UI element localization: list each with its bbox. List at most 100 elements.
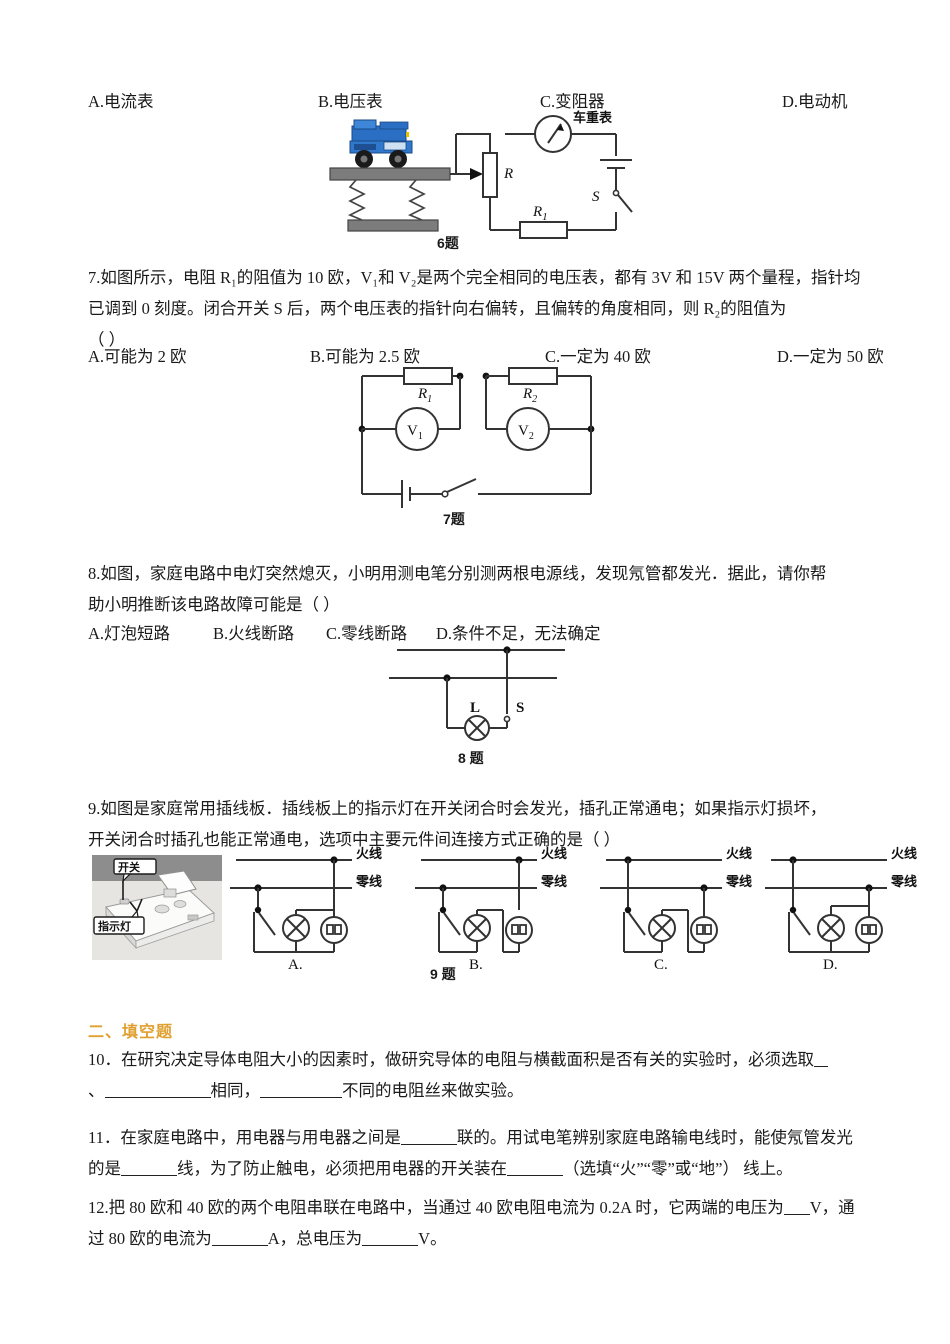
meter-needle-tip (557, 124, 564, 131)
q8-option-c: C.零线断路 (326, 624, 408, 643)
section-2-heading: 二、填空题 (88, 1024, 174, 1041)
q7-stem-line1: 7.如图所示，电阻 R₁的阻值为 10 欧，V₁和 V₂是两个完全相同的电压表，… (88, 268, 861, 287)
q11-line2-a: 的是 (88, 1159, 121, 1178)
b-key: B. (469, 957, 483, 973)
q11-line1-a: 11．在家庭电路中，用电器与用电器之间是 (88, 1128, 401, 1147)
q10-line2-b: 相同， (210, 1081, 261, 1100)
q8-option-b: B.火线断路 (213, 624, 295, 643)
q12-line1-b: V，通 (809, 1198, 855, 1217)
spring-right (407, 179, 426, 221)
b-live-label: 火线 (541, 846, 567, 861)
b-switch-blade (443, 912, 461, 936)
q6-option-c: C.变阻器 (540, 92, 605, 111)
slider-arrow (470, 168, 483, 180)
callout-indicator-text: 指示灯 (98, 919, 131, 933)
q10-blank-1[interactable] (104, 1081, 211, 1098)
q9-stem-line1: 9.如图是家庭常用插线板．插线板上的指示灯在开关闭合时会发光，插孔正常通电；如果… (88, 799, 827, 818)
rheostat-label: R (503, 166, 513, 182)
q11-line1-b: 联的。用试电笔辨别家庭电路输电线时，能使氖管发光 (456, 1128, 853, 1147)
wire-top-left (456, 133, 491, 153)
q12-text: 12.把 80 欧和 40 欧的两个电阻串联在电路中，当通过 40 欧电阻电流为… (88, 1192, 878, 1254)
q7-option-c: C.一定为 40 欧 (545, 347, 651, 366)
q7-resistor-R1 (403, 367, 453, 385)
q11-blank-1[interactable] (121, 1159, 177, 1176)
a-key: A. (288, 957, 303, 973)
q6-figure: R 车重表 S R1 (320, 108, 650, 248)
c-neutral-label: 零线 (725, 874, 752, 889)
q9-option-d-figure: 火线 零线 D. (765, 846, 950, 973)
callout-indicator: 指示灯 (93, 909, 145, 935)
q11-line2-b: 线，为了防止触电，必须把用电器的开关装在 (177, 1159, 507, 1178)
q9-stem-line2: 开关闭合时插孔也能正常通电，选项中主要元件间连接方式正确的是（ ） (88, 830, 621, 849)
d-socket (855, 916, 883, 944)
q7-stem-line2: 已调到 0 刻度。闭合开关 S 后，两个电压表的指针向右偏转，且偏转的角度相同，… (88, 299, 787, 318)
a-socket (320, 916, 348, 944)
q8-stem-line1: 8.如图，家庭电路中电灯突然熄灭，小明用测电笔分别测两根电源线，发现氖管都发光．… (88, 564, 827, 583)
q9-option-c-figure: 火线 零线 C. (600, 846, 785, 973)
d-neutral-label: 零线 (890, 874, 917, 889)
q7-r2-label: R2 (522, 386, 537, 405)
q12-blank-1[interactable] (211, 1229, 268, 1246)
a-switch-pivot (254, 906, 262, 914)
q12-blank-2[interactable] (362, 1229, 419, 1246)
q8-lamp-cross-2 (467, 718, 487, 738)
q10-line1: 10．在研究决定导体电阻大小的因素时，做研究导体的电阻与横截面积是否有关的实验时… (88, 1050, 814, 1069)
weight-meter-label: 车重表 (573, 110, 613, 125)
meter-needle (547, 123, 562, 144)
rheostat-R (482, 152, 498, 198)
q11-line2-c: （选填“火”“零”或“地”） 线上。 (563, 1159, 793, 1178)
switch-label: S (592, 189, 600, 205)
q7-figure-caption: 7题 (443, 511, 465, 527)
a-neutral-label: 零线 (355, 874, 382, 889)
b-neutral-label: 零线 (540, 874, 567, 889)
c-switch-pivot (624, 906, 632, 914)
q12-line1-a: 12.把 80 欧和 40 欧的两个电阻串联在电路中，当通过 40 欧电阻电流为… (88, 1198, 784, 1217)
q7-r1-label: R1 (417, 386, 432, 405)
q7-switch-pivot (441, 490, 449, 498)
q10-blank-2[interactable] (260, 1081, 342, 1098)
spring-left (347, 179, 366, 221)
q8-figure: S L (385, 644, 575, 749)
switch-pivot (612, 189, 620, 197)
q7-option-d: D.一定为 50 欧 (777, 347, 884, 366)
b-switch-pivot (439, 906, 447, 914)
q8-switch-label: S (516, 700, 524, 716)
b-socket (505, 916, 533, 944)
c-key: C. (654, 957, 668, 973)
q12-line2-b: A，总电压为 (267, 1229, 363, 1248)
q6-option-b: B.电压表 (318, 92, 383, 111)
a-live-label: 火线 (356, 846, 382, 861)
q8-switch-pivot (503, 715, 511, 723)
q8-figure-caption: 8 题 (458, 750, 484, 766)
q8-option-a: A.灯泡短路 (88, 624, 171, 643)
c-switch-blade (628, 912, 646, 936)
q7-resistor-R2 (508, 367, 558, 385)
d-switch-blade (793, 912, 811, 936)
q8-stem-line2: 助小明推断该电路故障可能是（ ） (88, 595, 340, 614)
resistor-r1-label: R1 (532, 204, 548, 223)
upper-platform (329, 167, 451, 181)
lower-platform (347, 219, 439, 232)
callout-switch-text: 开关 (118, 860, 140, 874)
switch-blade (617, 194, 633, 213)
q9-powerstrip-photo: 开关 指示灯 (92, 855, 222, 960)
q10-blank-0[interactable] (814, 1050, 828, 1067)
q7-switch-blade (446, 478, 477, 493)
q11-text: 11．在家庭电路中，用电器与用电器之间是 联的。用试电笔辨别家庭电路输电线时，能使… (88, 1122, 878, 1184)
q11-blank-0[interactable] (400, 1128, 457, 1145)
q7-stem: 7.如图所示，电阻 R₁的阻值为 10 欧，V₁和 V₂是两个完全相同的电压表，… (88, 262, 868, 355)
q8-lamp-label: L (470, 700, 480, 716)
callout-switch: 开关 (113, 858, 157, 883)
q6-figure-caption: 6题 (437, 235, 459, 251)
q7-option-b: B.可能为 2.5 欧 (310, 347, 421, 366)
q7-stem-line3: （ ） (88, 330, 126, 349)
a-switch-blade (258, 912, 276, 936)
d-key: D. (823, 957, 838, 973)
q12-blank-0[interactable] (783, 1198, 810, 1215)
q12-line2-a: 过 80 欧的电流为 (88, 1229, 212, 1248)
truck-illustration (349, 119, 413, 168)
q11-blank-2[interactable] (507, 1159, 563, 1176)
resistor-R1 (519, 221, 568, 239)
q6-option-d: D.电动机 (782, 92, 848, 111)
